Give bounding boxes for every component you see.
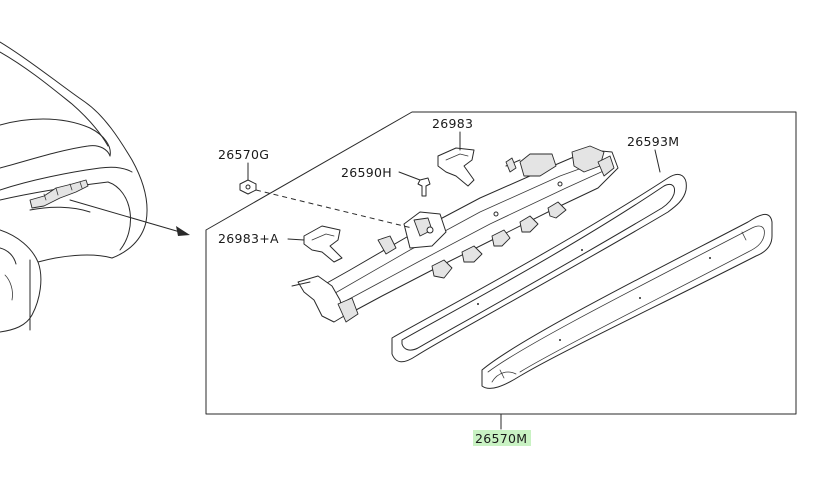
nut-26570G [239, 162, 413, 229]
part-label-26590H[interactable]: 26590H [341, 165, 392, 180]
location-arrow [69, 199, 190, 236]
car-rear-illustration [0, 41, 148, 333]
bracket-26983 [437, 131, 475, 187]
part-label-26570M[interactable]: 26570M [475, 431, 527, 446]
screw-26590H [398, 171, 431, 197]
part-label-26983-a[interactable]: 26983+A [218, 231, 279, 246]
part-label-26983[interactable]: 26983 [432, 116, 473, 131]
assembly-box [205, 111, 797, 415]
label-highlight [473, 430, 531, 446]
lamp-housing [291, 145, 619, 323]
lamp-gasket [391, 174, 687, 363]
part-label-26593M[interactable]: 26593M [627, 134, 679, 149]
leader-26593M [654, 149, 661, 173]
lamp-lens [481, 214, 773, 389]
part-label-26570G[interactable]: 26570G [218, 147, 269, 162]
bracket-26983-a [287, 225, 343, 263]
